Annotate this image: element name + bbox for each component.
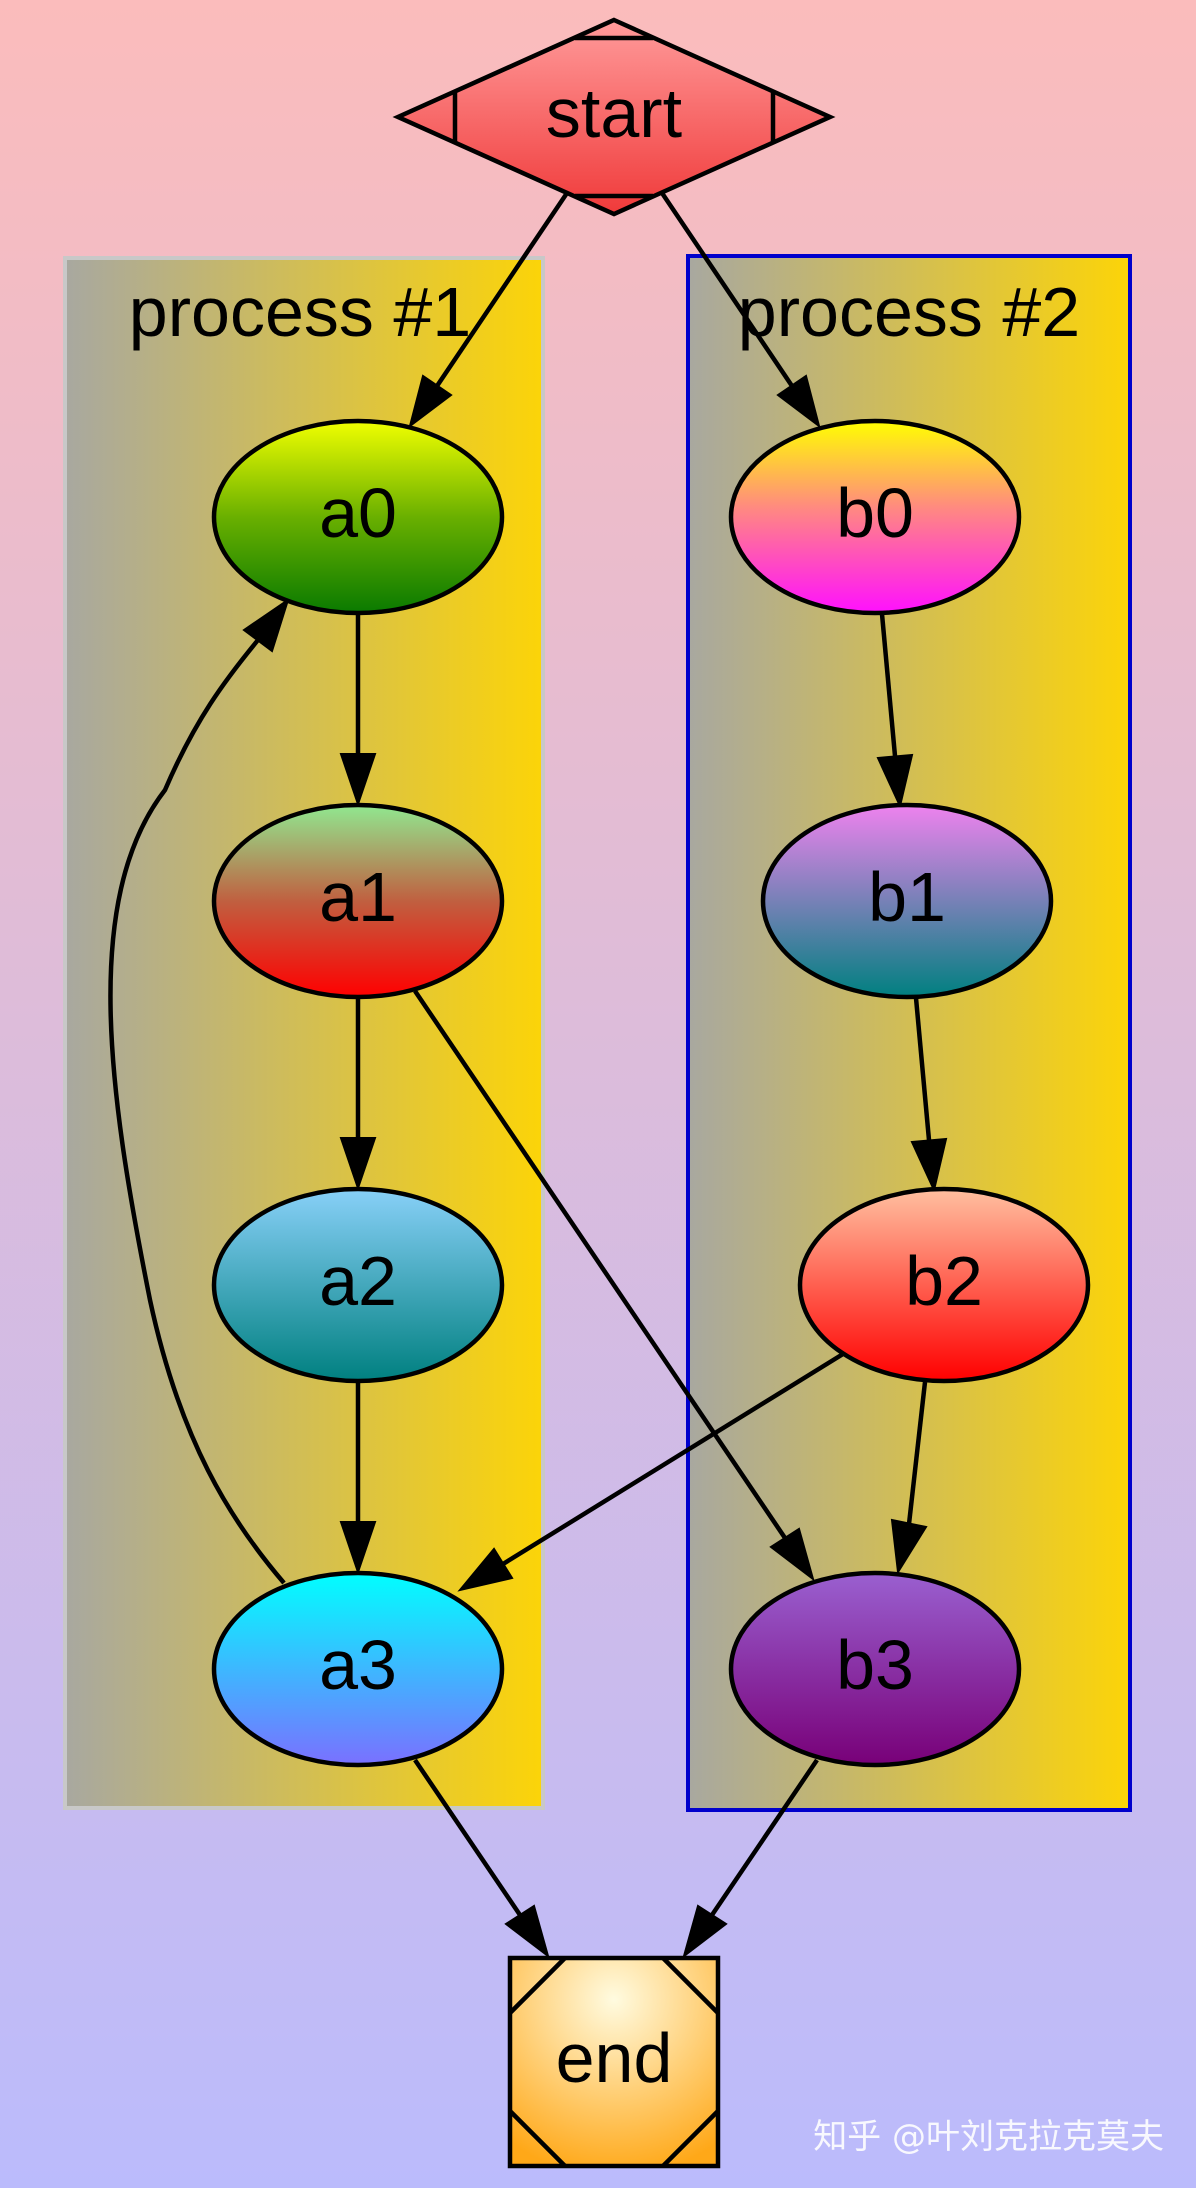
node-start-label: start — [546, 74, 682, 152]
edge-a2-a3 — [339, 1382, 377, 1576]
node-b0-label: b0 — [836, 474, 914, 552]
node-b2-label: b2 — [905, 1242, 983, 1320]
node-b1-label: b1 — [868, 858, 946, 936]
node-start[interactable]: start — [392, 17, 836, 217]
watermark: 知乎 @叶刘克拉克莫夫 — [813, 2117, 1164, 2157]
node-b0[interactable]: b0 — [728, 418, 1022, 616]
node-a0-label: a0 — [319, 474, 397, 552]
node-a1[interactable]: a1 — [211, 802, 505, 1000]
node-b2[interactable]: b2 — [797, 1186, 1091, 1384]
edge-b1-b2 — [910, 997, 948, 1194]
edge-b3-end — [682, 1758, 819, 1959]
edge-a1-a2 — [339, 998, 377, 1192]
node-end-label: end — [556, 2019, 673, 2097]
node-b3-label: b3 — [836, 1626, 914, 1704]
node-b1[interactable]: b1 — [760, 802, 1054, 1000]
node-a3[interactable]: a3 — [211, 1570, 505, 1768]
edge-b2-a3 — [457, 1352, 845, 1592]
edge-start-a0 — [408, 191, 569, 429]
edge-b2-b3 — [890, 1381, 928, 1575]
edge-a3-a0 — [108, 597, 290, 1585]
edge-start-b0 — [660, 191, 821, 429]
node-a0[interactable]: a0 — [211, 418, 505, 616]
cluster-process-1-label: process #1 — [129, 273, 471, 351]
edges — [108, 191, 948, 1959]
edge-a3-end — [413, 1758, 550, 1959]
node-a3-label: a3 — [319, 1626, 397, 1704]
node-end[interactable]: end — [507, 1955, 721, 2169]
edge-b0-b1 — [876, 613, 914, 810]
node-b3[interactable]: b3 — [728, 1570, 1022, 1768]
node-a2[interactable]: a2 — [211, 1186, 505, 1384]
node-a2-label: a2 — [319, 1242, 397, 1320]
edge-a1-b3 — [413, 989, 815, 1582]
node-a1-label: a1 — [319, 858, 397, 936]
edge-a0-a1 — [339, 614, 377, 808]
cluster-process-2-label: process #2 — [738, 273, 1080, 351]
